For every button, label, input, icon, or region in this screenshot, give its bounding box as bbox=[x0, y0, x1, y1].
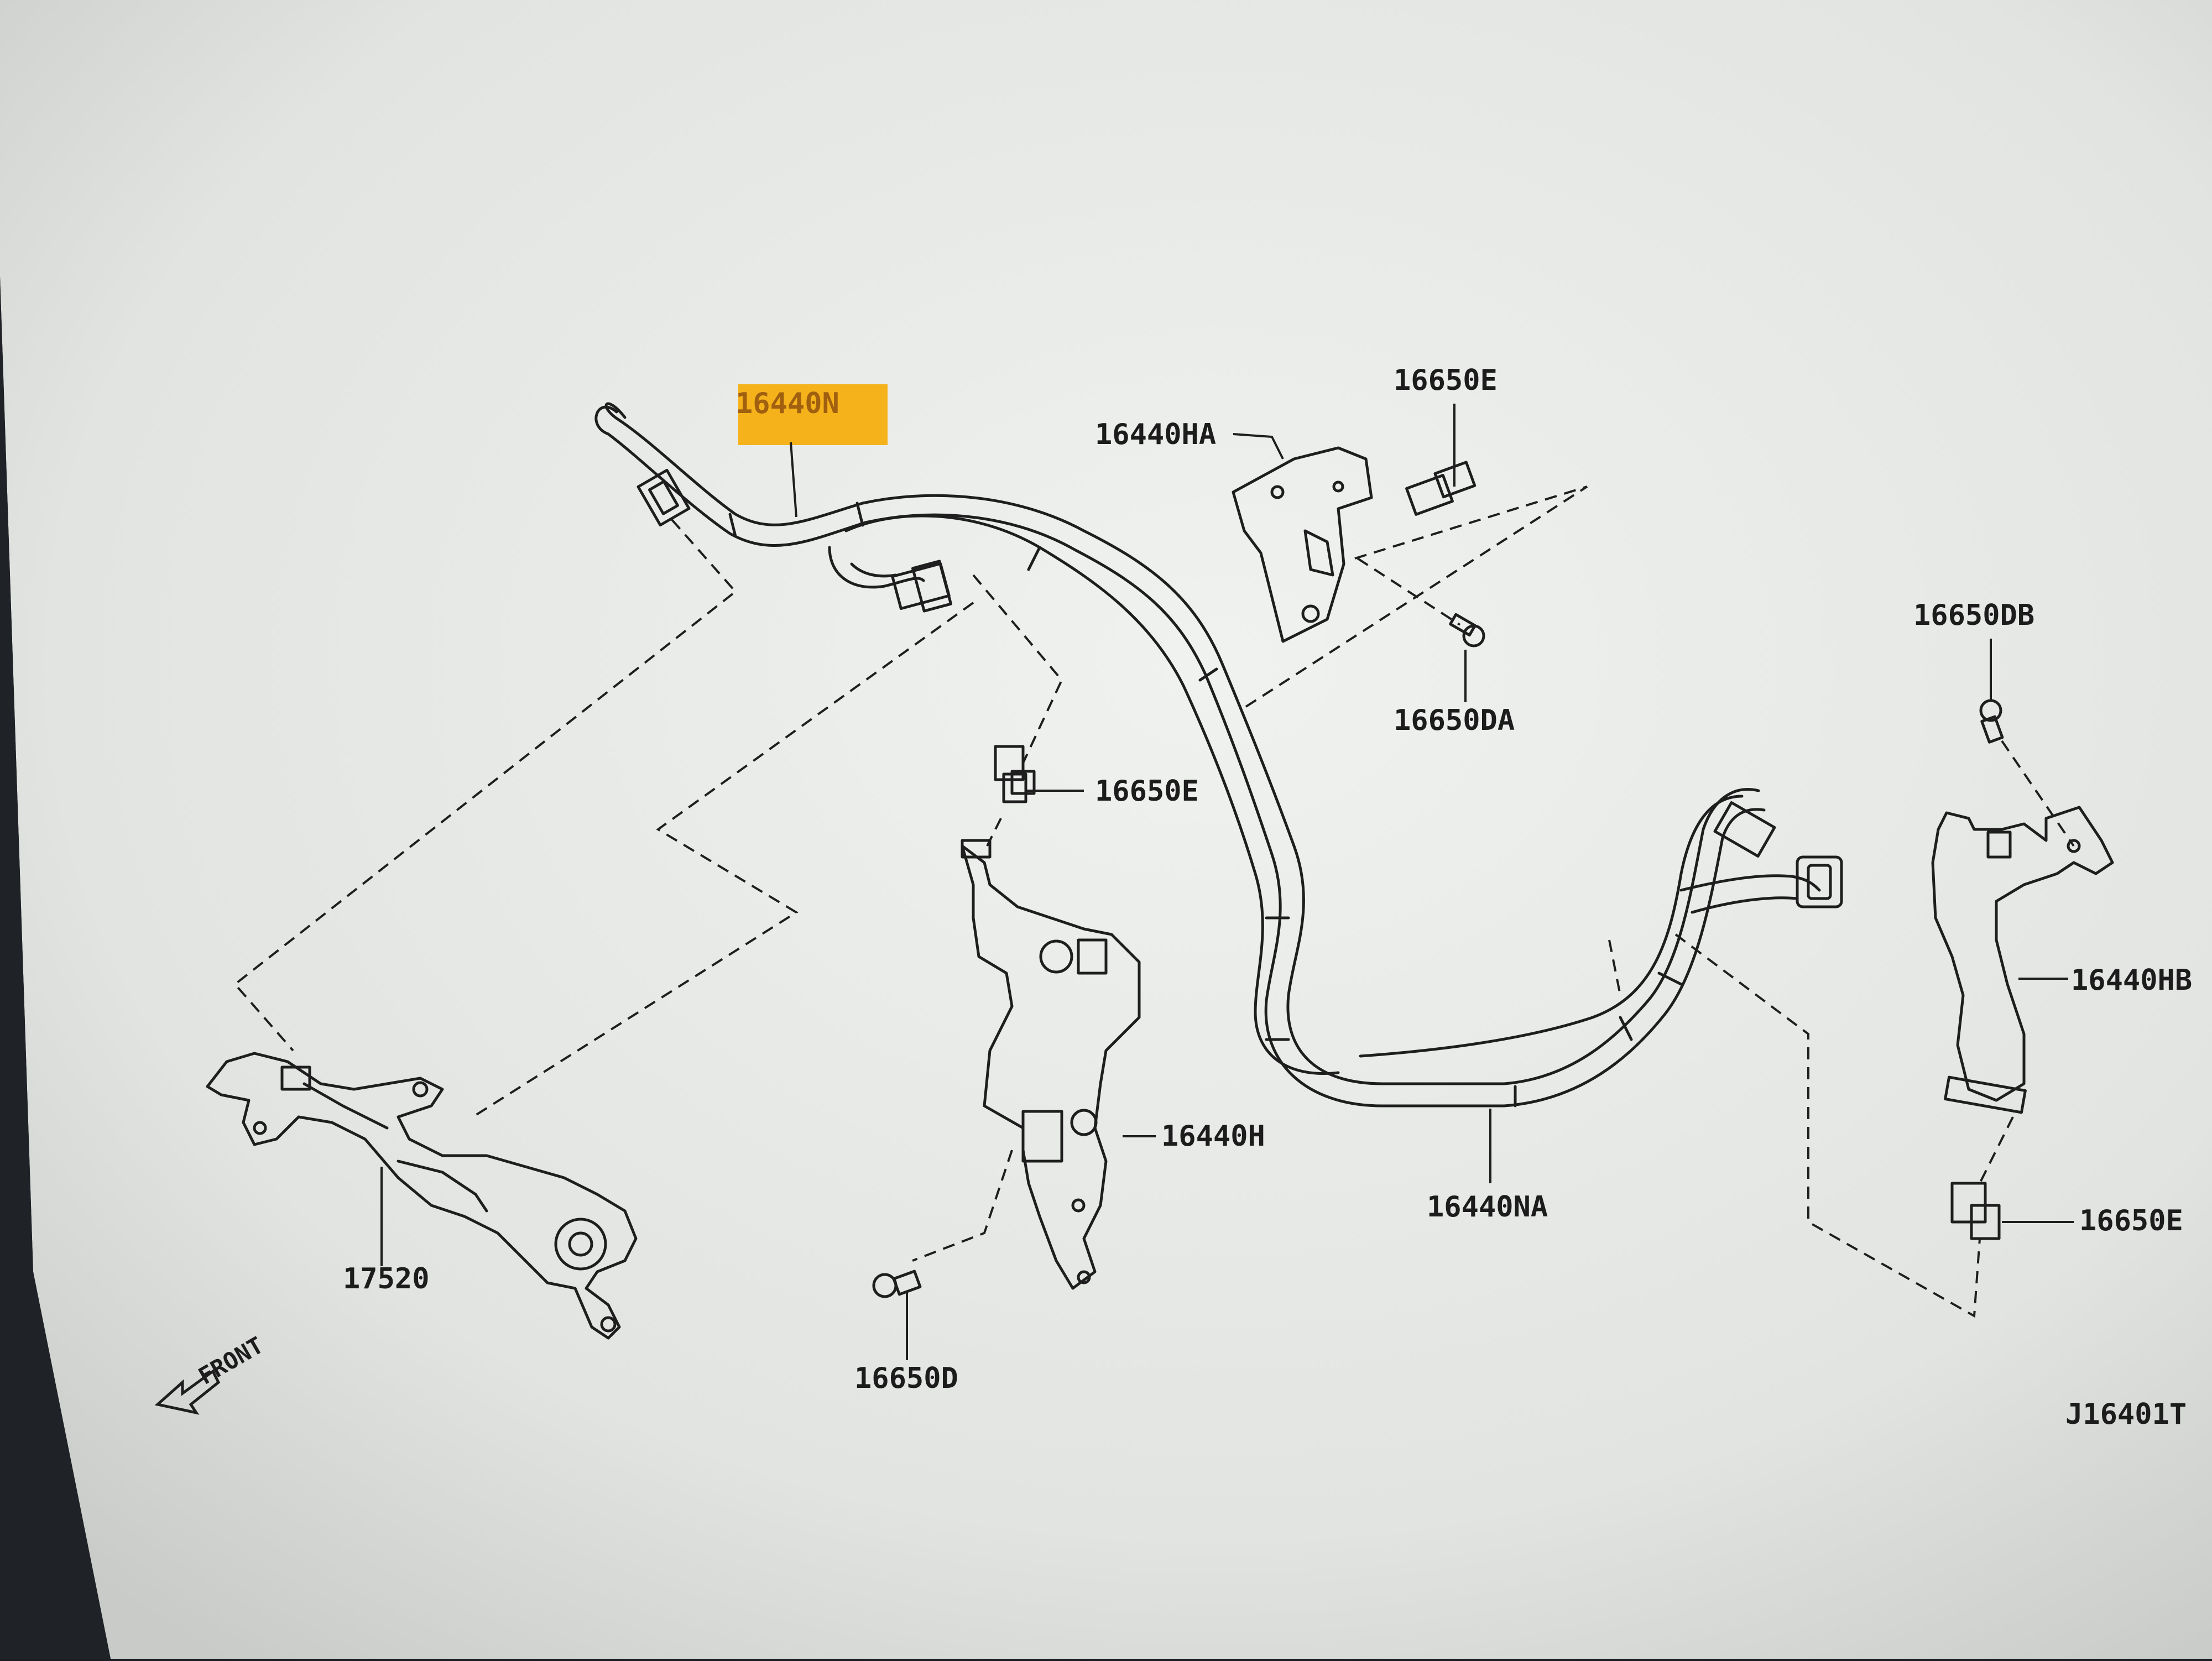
bolt-16650DB bbox=[1979, 699, 2004, 744]
label-16650D[interactable]: 16650D bbox=[854, 1362, 958, 1395]
front-arrow-icon bbox=[154, 1369, 221, 1415]
assembly-dashed-lines bbox=[233, 485, 2075, 1318]
label-16440HB[interactable]: 16440HB bbox=[2071, 964, 2192, 997]
label-17520[interactable]: 17520 bbox=[343, 1262, 430, 1296]
diagram-code: J16401T bbox=[2065, 1398, 2187, 1431]
label-16650DB[interactable]: 16650DB bbox=[1913, 599, 2034, 632]
bracket-16440HA bbox=[1232, 446, 1373, 643]
label-16650E-right[interactable]: 16650E bbox=[2079, 1204, 2183, 1237]
component-17520 bbox=[206, 1052, 638, 1340]
part-label-highlight bbox=[738, 384, 888, 445]
clip-16650E-right bbox=[1950, 1182, 2001, 1240]
bracket-16440H bbox=[961, 839, 1141, 1290]
monitor-bezel bbox=[0, 276, 111, 1659]
leader-lines bbox=[380, 404, 2074, 1360]
bolt-16650D bbox=[872, 1270, 922, 1298]
bracket-16440HB bbox=[1931, 806, 2114, 1114]
label-16440H[interactable]: 16440H bbox=[1161, 1120, 1265, 1153]
label-16440HA[interactable]: 16440HA bbox=[1095, 418, 1216, 451]
label-16650E-mid[interactable]: 16650E bbox=[1095, 775, 1199, 808]
label-16440NA[interactable]: 16440NA bbox=[1427, 1190, 1548, 1224]
label-16440N[interactable]: 16440N bbox=[735, 387, 839, 420]
label-16650E-top[interactable]: 16650E bbox=[1394, 364, 1498, 397]
hose-16440N bbox=[594, 402, 1821, 1108]
label-16650DA[interactable]: 16650DA bbox=[1394, 704, 1515, 737]
clip-16650E-top bbox=[1405, 461, 1477, 516]
hose-fittings bbox=[637, 468, 1843, 908]
bolt-16650DA bbox=[1449, 613, 1485, 647]
